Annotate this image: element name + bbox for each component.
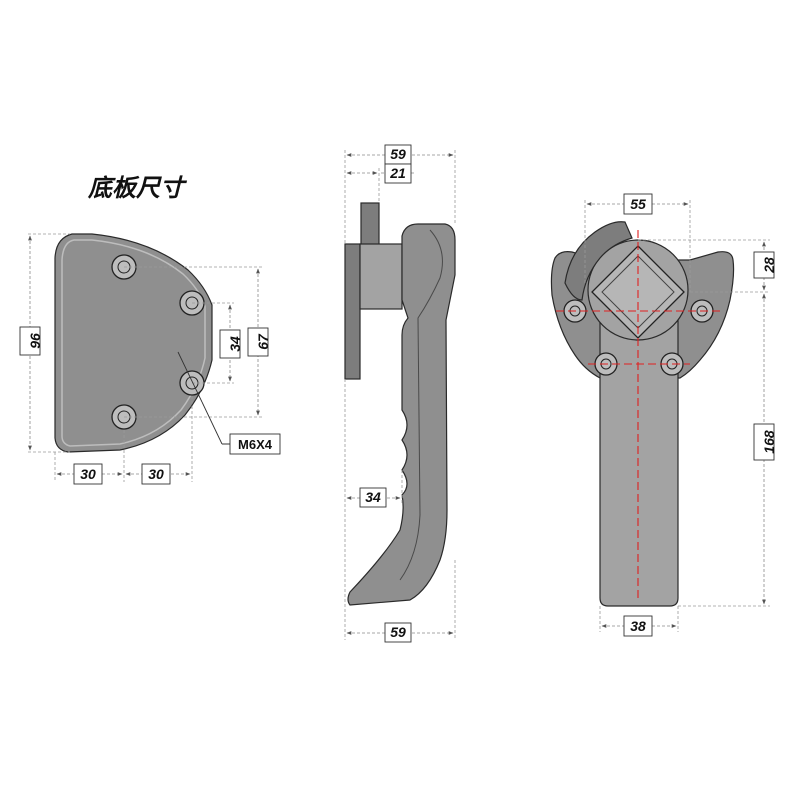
front-view: 55 28 168 38 [550, 193, 777, 637]
dim-text-96: 96 [27, 333, 43, 349]
dim-text-34-side: 34 [365, 489, 381, 505]
dim-text-21: 21 [389, 165, 406, 181]
side-view: 59 21 34 59 [344, 144, 456, 643]
dim-label-96: 96 [19, 326, 43, 356]
dim-label-38: 38 [623, 615, 653, 637]
dim-label-59-bottom: 59 [384, 622, 412, 643]
side-upper-tab [360, 202, 380, 246]
dim-text-38: 38 [630, 618, 646, 634]
side-handle-edge [399, 229, 443, 581]
dim-label-34-side: 34 [359, 487, 387, 508]
base-plate-view: 96 67 34 30 30 [19, 233, 281, 485]
dim-label-30-right: 30 [141, 463, 171, 485]
dim-text-59-bottom: 59 [390, 624, 406, 640]
dim-text-168: 168 [761, 430, 777, 454]
dim-text-67: 67 [255, 333, 271, 350]
dim-text-55: 55 [630, 196, 646, 212]
dim-label-168: 168 [753, 423, 777, 461]
thread-callout-text: M6X4 [238, 437, 273, 452]
front-lever [564, 221, 633, 301]
drawing-title: 底板尺寸 [87, 174, 188, 202]
dim-text-28: 28 [761, 257, 777, 274]
dim-label-55: 55 [623, 193, 653, 215]
dim-label-28: 28 [753, 251, 777, 279]
dim-text-34-plate: 34 [227, 336, 243, 352]
dim-label-34: 34 [219, 329, 243, 359]
dim-label-30-left: 30 [73, 463, 103, 485]
dim-text-30-left: 30 [80, 466, 96, 482]
front-handle-bar [599, 299, 679, 607]
thread-callout: M6X4 [229, 433, 281, 455]
dim-text-30-right: 30 [148, 466, 164, 482]
dim-label-59-top: 59 [384, 144, 412, 165]
side-body-block [359, 243, 403, 310]
side-mount-plate [344, 243, 361, 380]
dim-label-67: 67 [247, 327, 271, 357]
dim-text-59-top: 59 [390, 146, 406, 162]
base-plate-bevel [61, 239, 206, 447]
side-handle [347, 223, 456, 606]
dim-label-21: 21 [384, 163, 412, 184]
base-plate-shape [54, 233, 213, 453]
